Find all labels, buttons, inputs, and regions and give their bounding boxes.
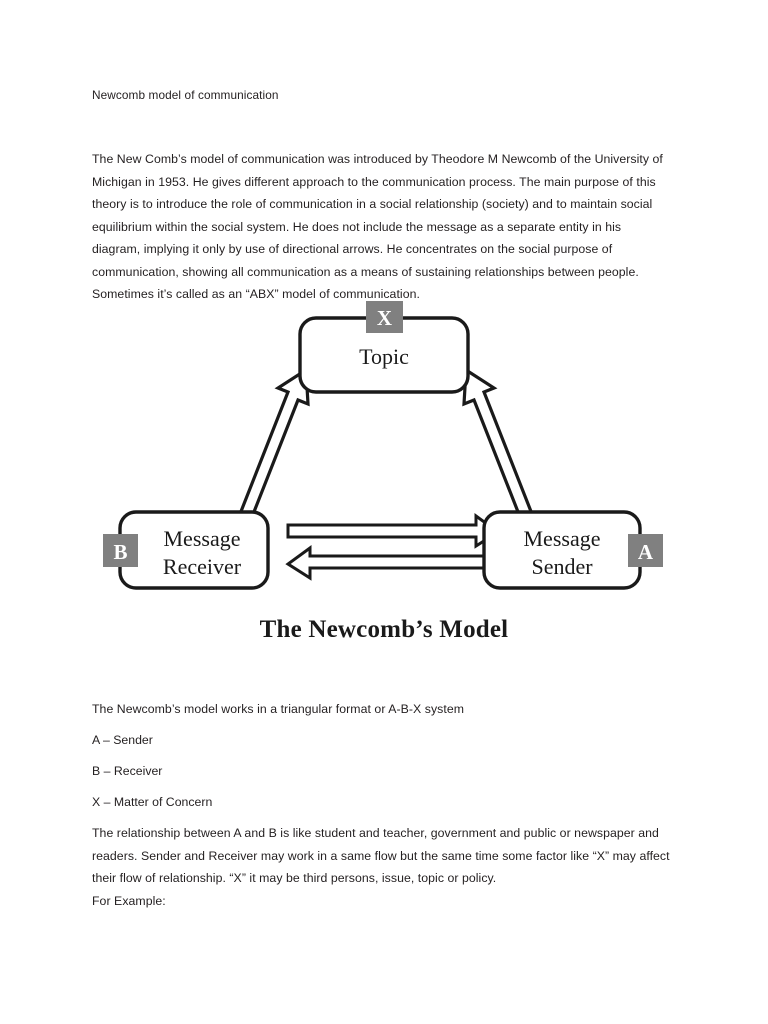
badge-a: A (628, 534, 663, 567)
badge-a-square (628, 534, 663, 567)
page-title: Newcomb model of communication (92, 88, 279, 102)
badge-b-square (103, 534, 138, 567)
paragraph-intro: The New Comb’s model of communication wa… (92, 152, 663, 301)
paragraph-triangular-format: The Newcomb’s model works in a triangula… (92, 702, 465, 716)
badge-a-letter: A (638, 540, 654, 564)
node-message-sender[interactable]: Message Sender (482, 510, 642, 590)
topic-label: Topic (359, 344, 409, 369)
paragraph-for-example: For Example: (92, 894, 166, 908)
receiver-label-line1: Message (164, 526, 241, 551)
receiver-label-line2: Receiver (163, 554, 242, 579)
figure-caption: The Newcomb’s Model (260, 616, 509, 643)
badge-x-letter: X (377, 306, 392, 330)
legend-item-b: B – Receiver (92, 764, 163, 778)
sender-label-line1: Message (524, 526, 601, 551)
node-topic[interactable]: Topic (298, 316, 470, 394)
badge-x: X (366, 301, 403, 333)
arrow-sender-to-topic (462, 367, 534, 525)
badge-b: B (103, 534, 138, 567)
legend-item-a: A – Sender (92, 733, 153, 747)
arrow-sender-to-receiver (285, 545, 500, 581)
newcomb-model-figure: Topic X Message Receiver B Message (92, 292, 680, 648)
node-message-receiver[interactable]: Message Receiver (118, 510, 270, 590)
legend-item-x: X – Matter of Concern (92, 795, 213, 809)
arrow-receiver-to-topic (238, 367, 310, 525)
sender-label-line2: Sender (531, 554, 593, 579)
badge-b-letter: B (113, 540, 127, 564)
arrow-receiver-to-sender (286, 513, 501, 549)
paragraph-relationship: The relationship between A and B is like… (92, 826, 670, 885)
badge-x-square (366, 301, 403, 333)
